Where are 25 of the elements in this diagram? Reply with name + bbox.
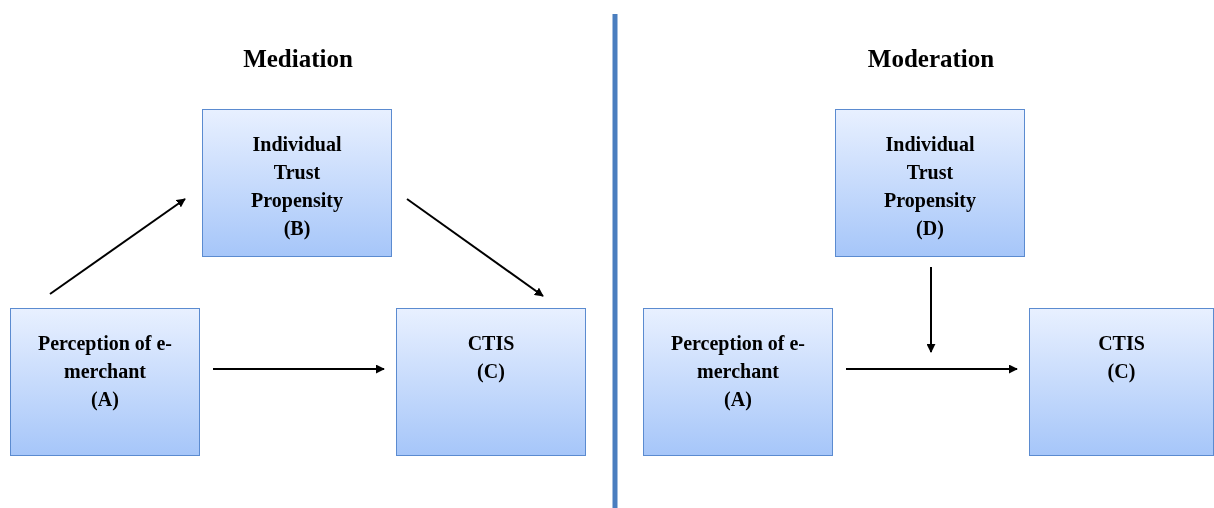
node-title: CTIS (467, 331, 515, 356)
concept-box (10, 308, 200, 456)
node-title: Perception of e-merchant (670, 331, 806, 384)
panel-title: Mediation (242, 45, 354, 73)
concept-box (396, 308, 586, 456)
node-title: Individual Trust Propensity (883, 132, 977, 214)
arrow (845, 364, 1018, 374)
node-title: CTIS (1098, 331, 1145, 356)
concept-box (643, 308, 833, 456)
arrow (49, 198, 186, 295)
node-code: (A) (724, 387, 752, 413)
panel-title: Moderation (866, 45, 996, 73)
concept-box (202, 109, 392, 257)
node-code: (B) (283, 216, 311, 242)
node-code: (A) (91, 387, 119, 413)
node-code: (D) (916, 216, 944, 242)
arrow (406, 198, 544, 297)
node-code: (C) (1107, 359, 1136, 385)
node-title: Perception of e-merchant (37, 331, 173, 384)
node-title: Individual Trust Propensity (250, 132, 344, 214)
concept-box (1029, 308, 1214, 456)
arrow (212, 364, 385, 374)
concept-box (835, 109, 1025, 257)
arrow (926, 266, 936, 353)
node-code: (C) (477, 359, 505, 385)
